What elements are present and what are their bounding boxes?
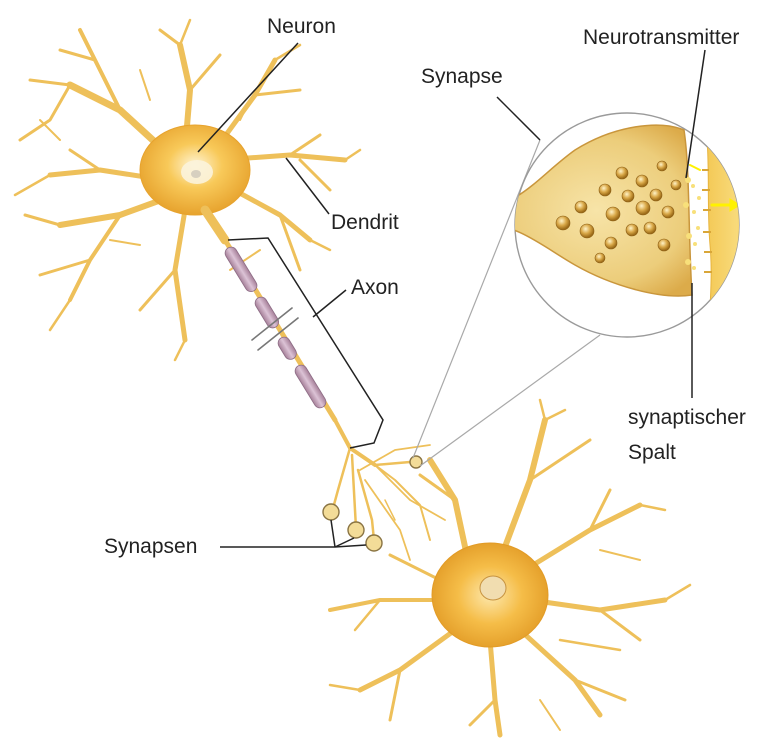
label-neuron: Neuron (267, 14, 336, 40)
leader-synapse (497, 97, 540, 140)
label-synaptischer: synaptischer (628, 405, 746, 431)
leader-axon (228, 238, 383, 448)
upper-neuron (15, 20, 360, 360)
label-neurotransmitter: Neurotransmitter (583, 25, 739, 51)
label-synapsen: Synapsen (104, 534, 197, 560)
label-axon: Axon (351, 275, 399, 301)
synapse-detail (452, 100, 760, 350)
synapse-markers (323, 456, 422, 551)
axon (223, 240, 335, 420)
synapse-marker-3 (366, 535, 382, 551)
signal-in-arrow (452, 213, 510, 222)
axon-hillock (205, 210, 225, 240)
synapse-marker-2 (348, 522, 364, 538)
synapse-marker-1 (323, 504, 339, 520)
leader-axon-label (313, 290, 346, 317)
postsynaptic-membrane (702, 100, 760, 350)
label-synapse: Synapse (421, 64, 503, 90)
myelin-sheath (223, 245, 328, 410)
lower-neuron-nucleus (480, 576, 506, 600)
label-spalt: Spalt (628, 440, 676, 466)
label-dendrit: Dendrit (331, 210, 399, 236)
axon-terminal-branches (332, 420, 445, 560)
leader-neuron (198, 43, 298, 152)
